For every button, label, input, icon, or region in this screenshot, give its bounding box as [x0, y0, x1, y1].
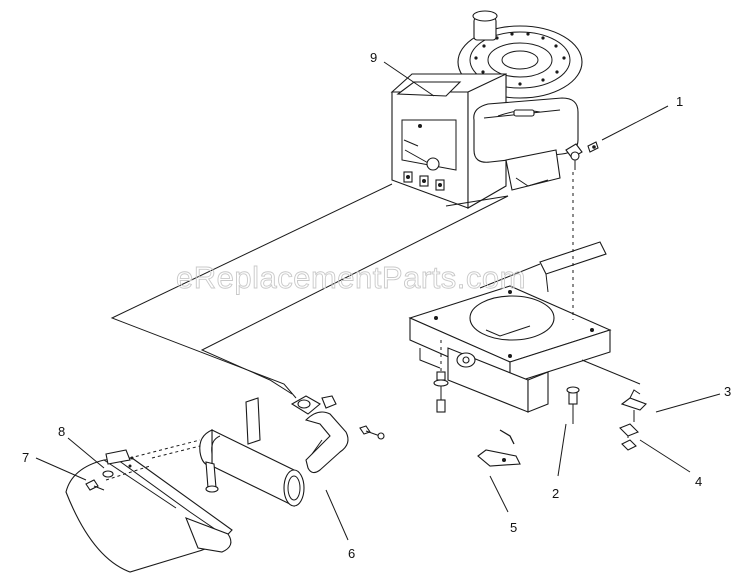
watermark-text: eReplacementParts.com [176, 260, 526, 295]
leader-lines [35, 61, 721, 541]
muffler [199, 395, 385, 507]
callout-3: 3 [724, 384, 731, 399]
rod-part-5 [477, 429, 521, 467]
screw-part-1 [587, 141, 599, 153]
callout-7: 7 [22, 450, 29, 465]
callout-6: 6 [348, 546, 355, 561]
mounting-plate [408, 241, 641, 413]
engine [390, 10, 583, 209]
callout-2: 2 [552, 486, 559, 501]
washer-part-8 [102, 470, 114, 478]
screw-part-7 [85, 479, 105, 491]
callout-4: 4 [695, 474, 702, 489]
callout-8: 8 [58, 424, 65, 439]
nut-part-4 [619, 423, 639, 451]
bolt-part-2 [433, 371, 580, 424]
clip-part-3 [620, 389, 647, 422]
callout-5: 5 [510, 520, 517, 535]
callout-9: 9 [370, 50, 377, 65]
heat-shield [65, 449, 233, 573]
routing-lines [105, 172, 629, 481]
callout-1: 1 [676, 94, 683, 109]
